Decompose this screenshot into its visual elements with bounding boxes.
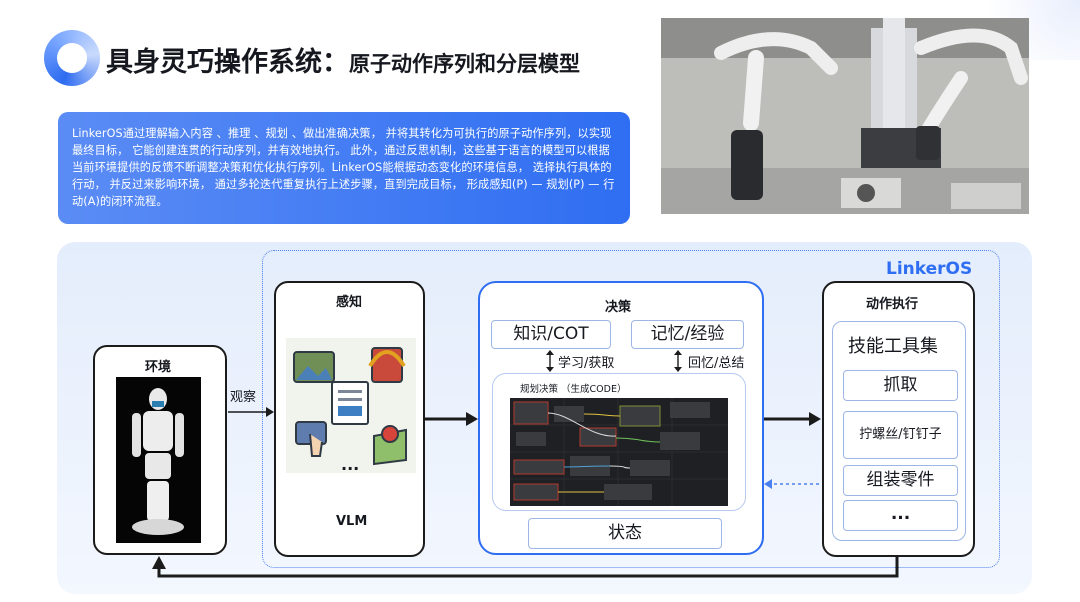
decision-to-action-arrow [763, 411, 823, 427]
document-icon [332, 382, 368, 424]
linkeros-label: LinkerOS [886, 259, 972, 279]
recall-double-arrow [672, 349, 684, 373]
perception-ellipsis: ... [341, 455, 359, 474]
skill-assemble-parts: 组装零件 [843, 465, 958, 496]
planning-label: 规划决策 （生成CODE） [520, 381, 626, 395]
memory-experience-box: 记忆/经验 [631, 320, 744, 349]
perception-to-decision-arrow [424, 411, 480, 427]
perception-title: 感知 [336, 291, 362, 310]
decision-title: 决策 [605, 296, 631, 315]
title-ring-icon [44, 30, 100, 86]
environment-title: 环境 [145, 356, 171, 375]
skill-grab: 抓取 [843, 370, 958, 401]
action-title: 动作执行 [866, 293, 918, 312]
page-title: 具身灵巧操作系统：原子动作序列和分层模型 [106, 40, 580, 79]
feedback-dashed-arrow [762, 477, 824, 491]
humanoid-robot-image [116, 377, 201, 543]
code-graph-image [510, 398, 728, 506]
observe-label: 观察 [230, 386, 256, 405]
knowledge-cot-box: 知识/COT [491, 320, 611, 349]
loop-back-arrow [145, 554, 905, 584]
skillset-title: 技能工具集 [848, 332, 938, 358]
learn-acquire-label: 学习/获取 [558, 352, 614, 371]
page-title-sub: 原子动作序列和分层模型 [349, 52, 580, 76]
skill-screw-nail: 拧螺丝/钉钉子 [843, 411, 958, 459]
observe-arrow [226, 405, 276, 419]
robot-lab-photo [661, 18, 1029, 214]
audio-book-icon [370, 348, 404, 382]
state-box: 状态 [528, 518, 722, 549]
image-gallery-icon [294, 352, 334, 382]
recall-summarize-label: 回忆/总结 [688, 352, 744, 371]
description-card: LinkerOS通过理解输入内容 、推理 、规划 、做出准确决策， 并将其转化为… [58, 112, 630, 224]
vlm-label: VLM [336, 514, 367, 529]
skill-more: ... [843, 500, 958, 531]
perception-icons-image [286, 338, 416, 473]
learn-double-arrow [544, 349, 556, 373]
page-title-main: 具身灵巧操作系统： [106, 47, 349, 78]
